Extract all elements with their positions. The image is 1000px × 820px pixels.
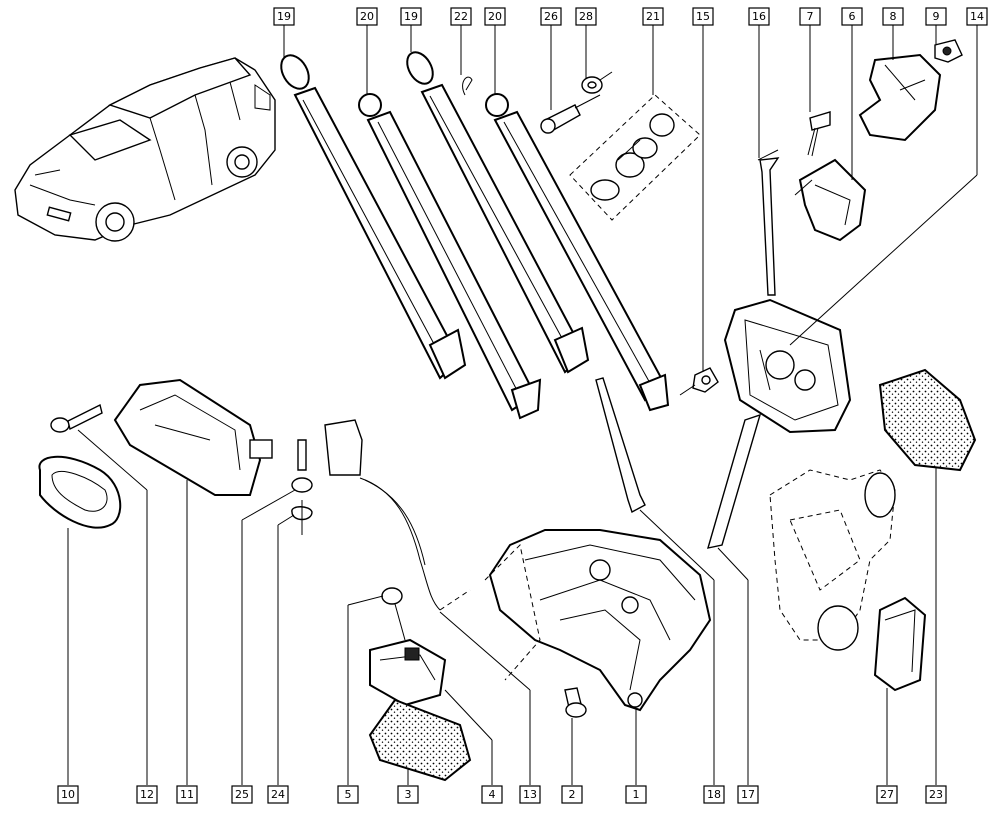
label-16-text: 16 xyxy=(752,10,766,23)
handle-11 xyxy=(113,378,273,496)
lock-unit-14 xyxy=(723,298,852,434)
screw-12 xyxy=(50,403,103,433)
clip-22 xyxy=(462,76,473,96)
label-6-text: 6 xyxy=(849,10,856,23)
label-17-text: 17 xyxy=(741,788,755,801)
label-12: 12 xyxy=(136,785,158,804)
seal-kit-21 xyxy=(569,94,701,221)
label-13: 13 xyxy=(519,785,541,804)
label-2: 2 xyxy=(561,785,583,804)
label-23: 23 xyxy=(925,785,947,804)
label-11-text: 11 xyxy=(180,788,194,801)
label-20b: 20 xyxy=(484,7,506,26)
label-24-text: 24 xyxy=(271,788,285,801)
label-12-text: 12 xyxy=(140,788,154,801)
label-6: 6 xyxy=(841,7,863,26)
gas-strut-19a xyxy=(280,54,467,380)
label-19a-text: 19 xyxy=(277,10,291,23)
label-3: 3 xyxy=(397,785,419,804)
label-25-text: 25 xyxy=(235,788,249,801)
washer-28 xyxy=(581,71,613,94)
label-8-text: 8 xyxy=(890,10,897,23)
switch-4 xyxy=(369,638,447,707)
label-4-text: 4 xyxy=(489,788,496,801)
label-5: 5 xyxy=(337,785,359,804)
leader-lines xyxy=(67,25,978,785)
cable-13 xyxy=(324,419,471,611)
label-9-text: 9 xyxy=(933,10,940,23)
label-20a: 20 xyxy=(356,7,378,26)
nut-15 xyxy=(679,367,719,396)
label-28-text: 28 xyxy=(579,10,593,23)
stud-25 xyxy=(291,439,313,493)
main-lock-1 xyxy=(484,529,712,712)
gas-strut-20b xyxy=(485,93,670,412)
switch-27 xyxy=(873,596,927,692)
label-17: 17 xyxy=(737,785,759,804)
ghost-lock-mechanism xyxy=(769,469,896,651)
label-15: 15 xyxy=(692,7,714,26)
label-21-text: 21 xyxy=(646,10,660,23)
striker-6 xyxy=(794,158,867,242)
label-21: 21 xyxy=(642,7,664,26)
nut-9 xyxy=(934,39,963,63)
rod-17 xyxy=(707,413,762,549)
label-20b-text: 20 xyxy=(488,10,502,23)
label-18-text: 18 xyxy=(707,788,721,801)
label-25: 25 xyxy=(231,785,253,804)
label-27: 27 xyxy=(876,785,898,804)
pad-3 xyxy=(368,698,472,782)
label-8: 8 xyxy=(882,7,904,26)
label-3-text: 3 xyxy=(405,788,412,801)
label-19a: 19 xyxy=(273,7,295,26)
bracket-8 xyxy=(858,53,942,142)
screw-7 xyxy=(807,111,831,157)
label-20a-text: 20 xyxy=(360,10,374,23)
label-10: 10 xyxy=(57,785,79,804)
label-1: 1 xyxy=(625,785,647,804)
bezel-10 xyxy=(38,455,122,529)
label-2-text: 2 xyxy=(569,788,576,801)
clip-24 xyxy=(291,500,313,535)
label-7: 7 xyxy=(799,7,821,26)
label-15-text: 15 xyxy=(696,10,710,23)
rod-18 xyxy=(595,377,646,514)
label-10-text: 10 xyxy=(61,788,75,801)
label-5-text: 5 xyxy=(345,788,352,801)
label-18: 18 xyxy=(703,785,725,804)
label-14-text: 14 xyxy=(970,10,984,23)
label-4: 4 xyxy=(481,785,503,804)
label-22-text: 22 xyxy=(454,10,468,23)
label-28: 28 xyxy=(575,7,597,26)
gas-strut-20a xyxy=(358,93,542,420)
label-23-text: 23 xyxy=(929,788,943,801)
rod-16 xyxy=(757,149,780,296)
label-9: 9 xyxy=(925,7,947,26)
label-13-text: 13 xyxy=(523,788,537,801)
screw-5 xyxy=(381,587,406,641)
cover-pad-23 xyxy=(878,368,977,472)
label-11: 11 xyxy=(176,785,198,804)
screw-26 xyxy=(540,94,601,134)
car-illustration xyxy=(14,57,276,242)
top-labels: 19 20 19 22 20 26 28 21 15 16 7 6 8 9 14 xyxy=(273,7,988,26)
label-19b-text: 19 xyxy=(404,10,418,23)
label-26-text: 26 xyxy=(544,10,558,23)
label-14: 14 xyxy=(966,7,988,26)
label-16: 16 xyxy=(748,7,770,26)
label-27-text: 27 xyxy=(880,788,894,801)
gas-strut-19b xyxy=(406,51,590,374)
label-26: 26 xyxy=(540,7,562,26)
label-19b: 19 xyxy=(400,7,422,26)
screw-2 xyxy=(564,687,587,718)
label-22: 22 xyxy=(450,7,472,26)
label-24: 24 xyxy=(267,785,289,804)
label-1-text: 1 xyxy=(633,788,640,801)
bottom-labels: 10 12 11 25 24 5 3 4 13 2 1 18 17 27 23 xyxy=(57,785,947,804)
label-7-text: 7 xyxy=(807,10,814,23)
